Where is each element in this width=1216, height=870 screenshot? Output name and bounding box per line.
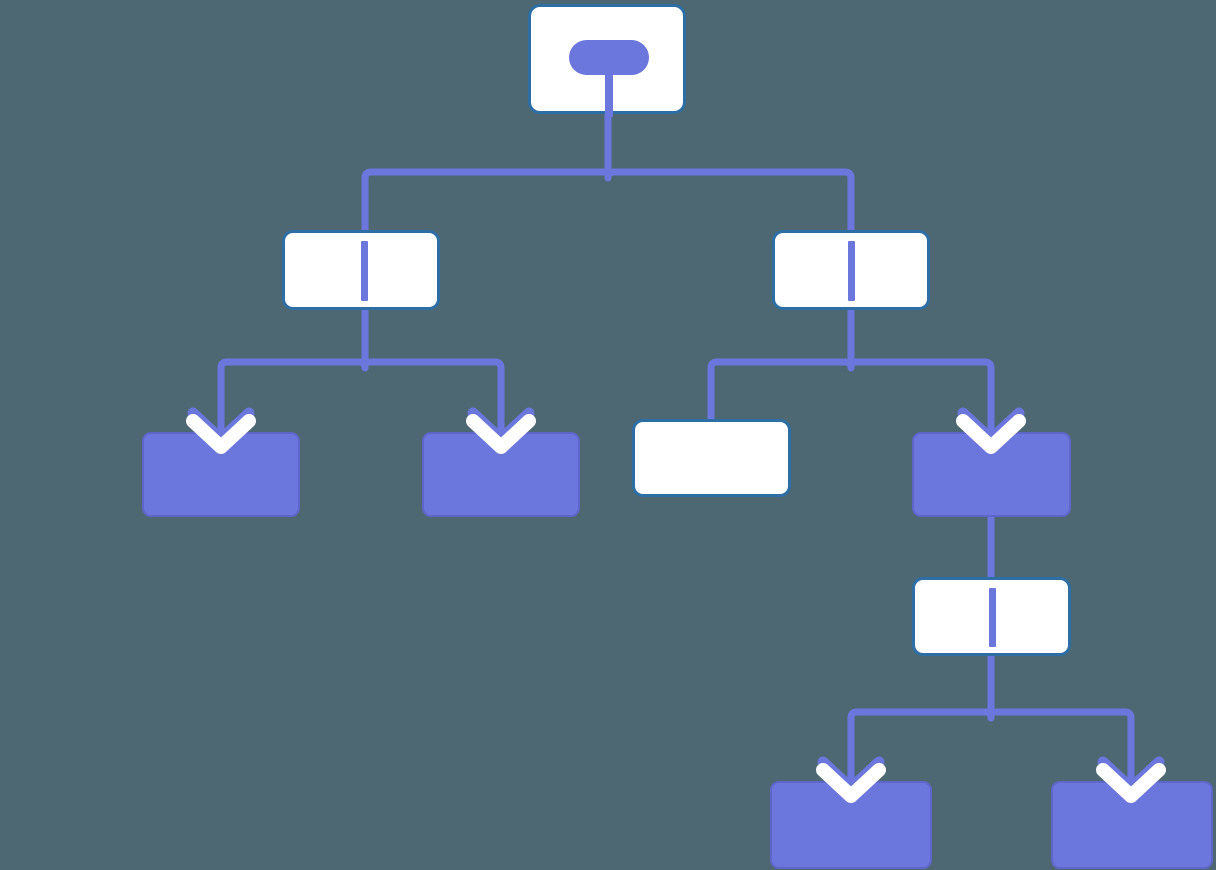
node-leaf-bottom-1[interactable] <box>770 781 932 869</box>
node-leaf-left-2[interactable] <box>422 432 580 517</box>
sub-branch-bar-decoration <box>989 588 996 647</box>
node-leaf-bottom-2[interactable] <box>1051 781 1213 869</box>
node-left-branch[interactable] <box>282 230 440 310</box>
node-root[interactable] <box>528 4 686 117</box>
right-branch-bar-decoration <box>848 241 855 301</box>
edge-right-branch-to-children <box>707 306 995 440</box>
edge-white-node-to-bottom-leaves <box>847 652 1135 790</box>
edge-left-branch-to-children <box>217 306 505 440</box>
node-leaf-left-1[interactable] <box>142 432 300 517</box>
left-branch-bar-decoration <box>361 241 368 301</box>
node-white-right-child[interactable] <box>632 419 791 497</box>
edge-root-to-level1 <box>361 114 855 234</box>
node-right-branch[interactable] <box>772 230 930 310</box>
node-sub-branch[interactable] <box>912 577 1071 656</box>
root-stem-decoration <box>605 69 613 117</box>
node-leaf-right-1[interactable] <box>912 432 1071 517</box>
